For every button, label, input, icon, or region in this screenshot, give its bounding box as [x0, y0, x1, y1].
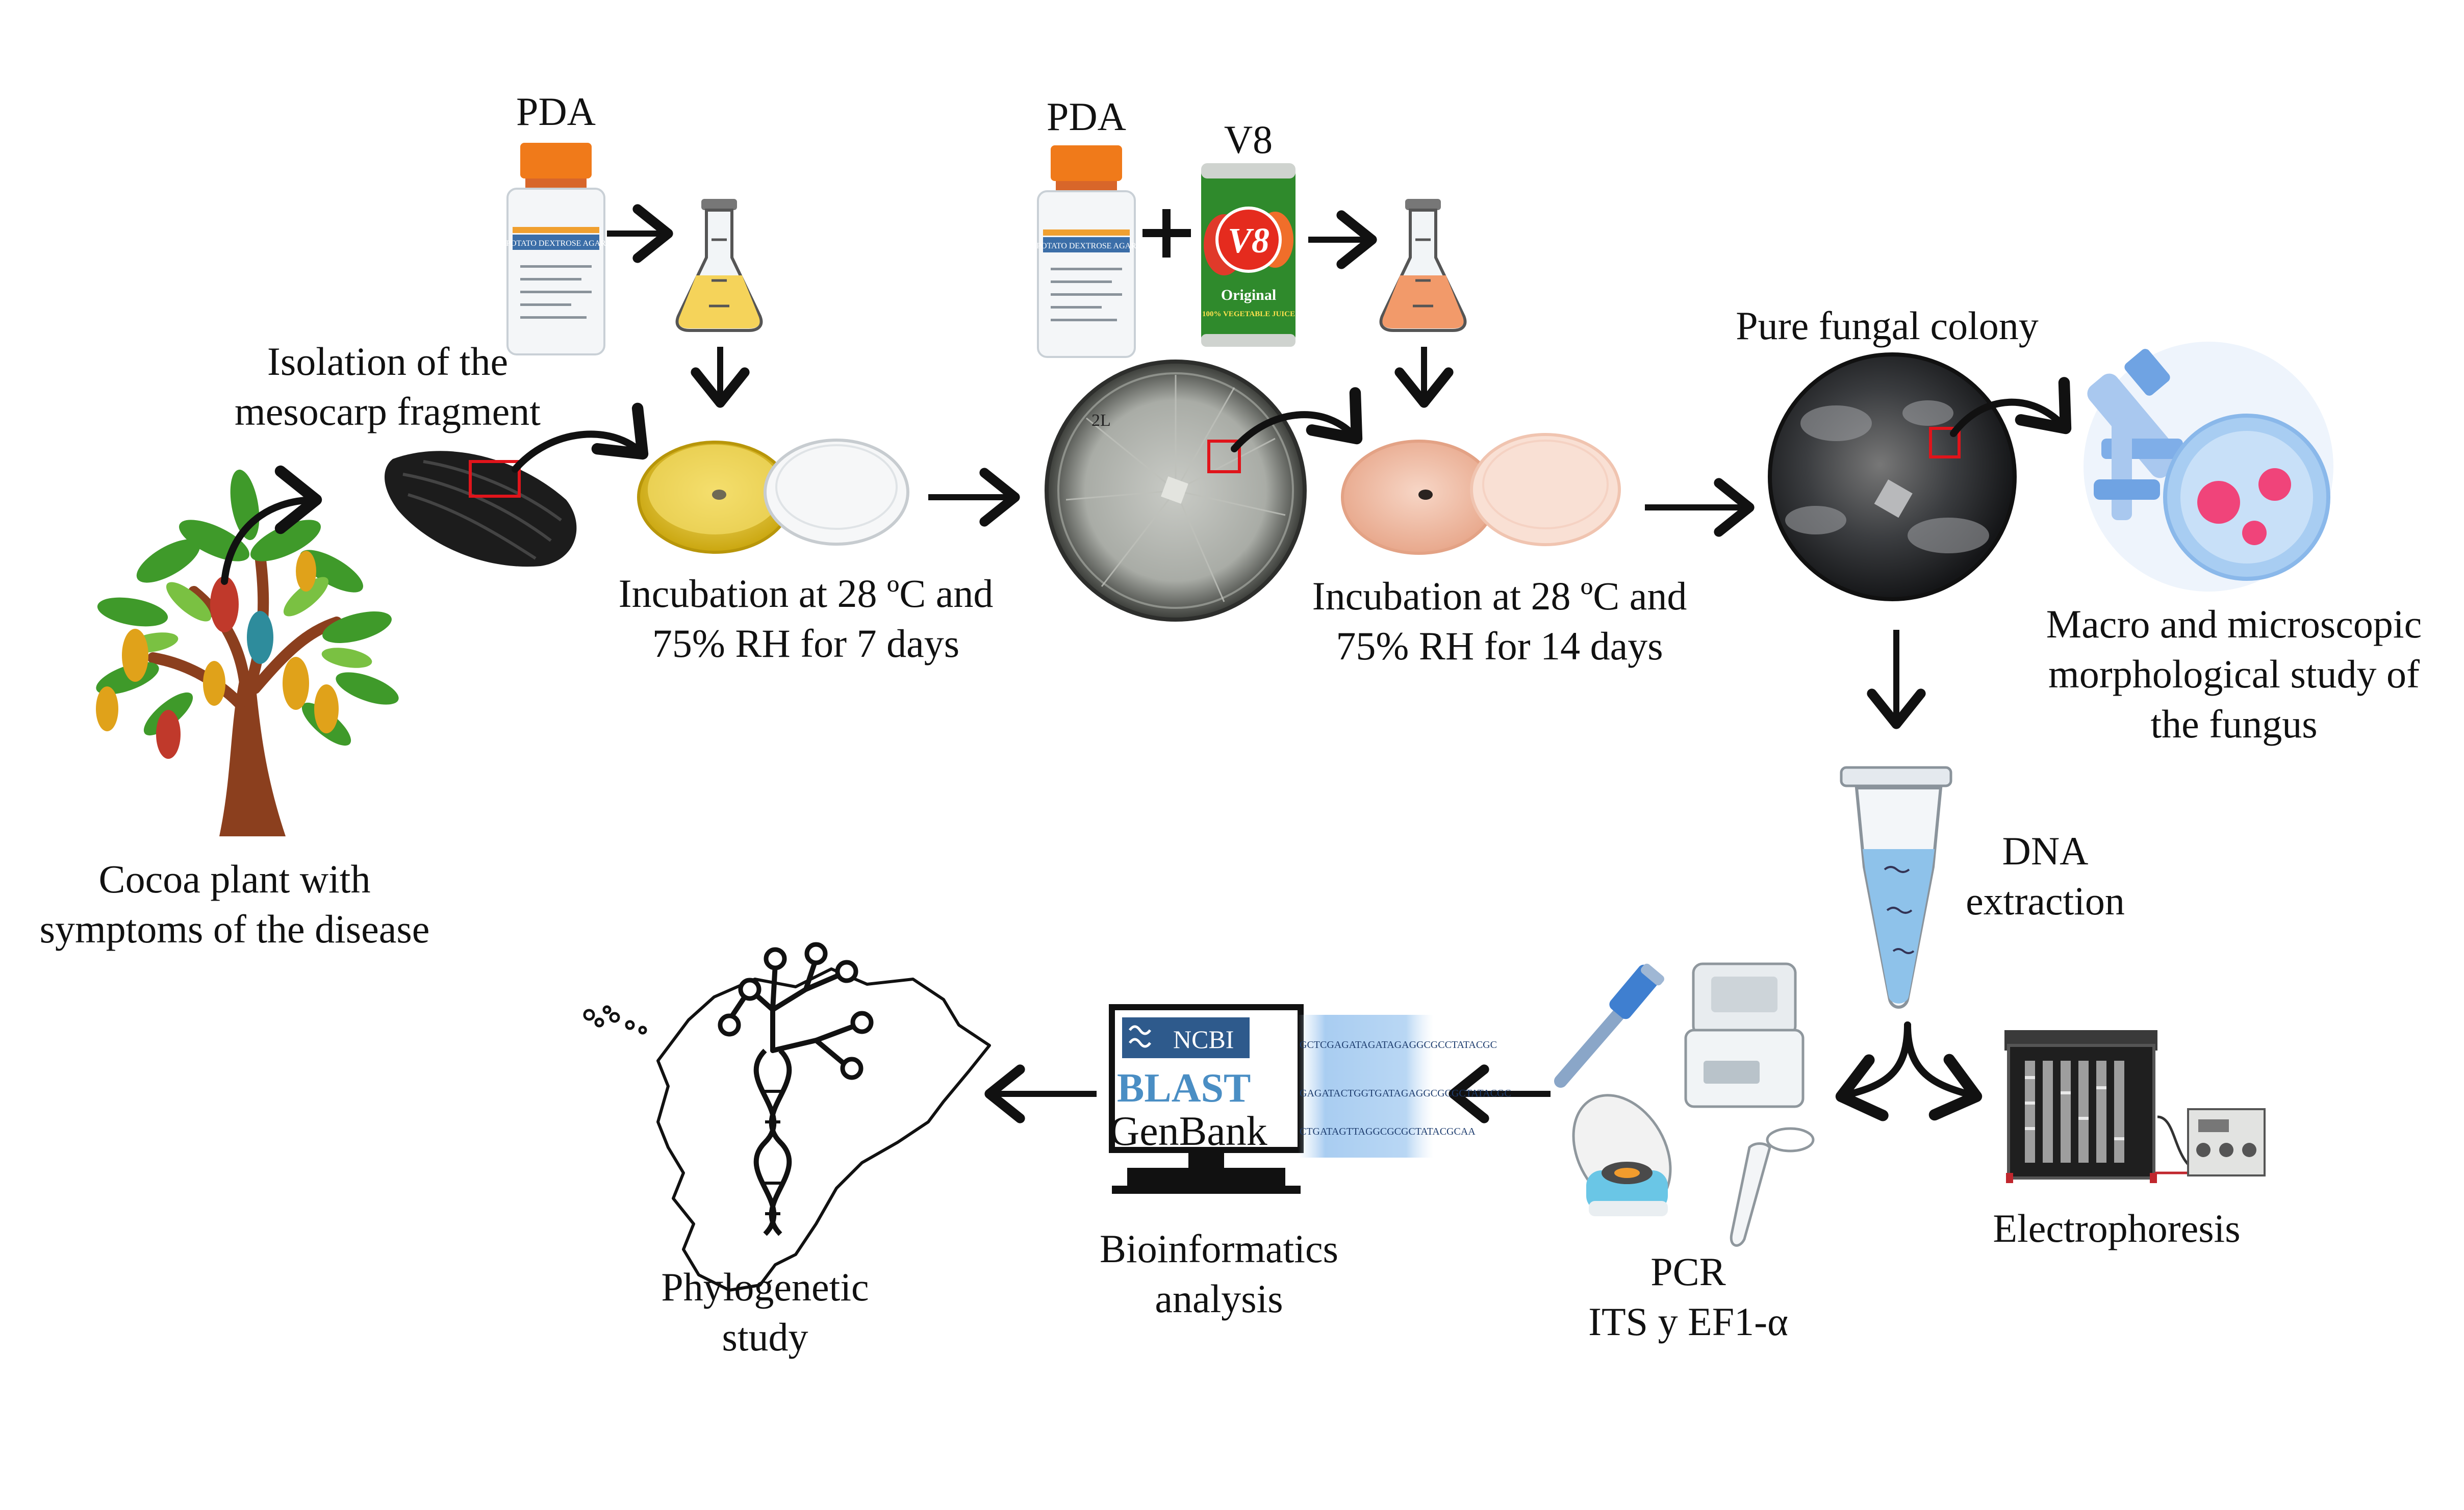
label-electrophoresis: Electrophoresis	[1993, 1206, 2241, 1250]
svg-text:CTGATAGTTAGGCGCGCTATACGCAA: CTGATAGTTAGGCGCGCTATACGCAA	[1300, 1126, 1476, 1137]
dna-tube-icon	[1840, 766, 1952, 1009]
ecuador-map-phylogeny-icon	[583, 942, 991, 1292]
arrow-colony-to-v8-petri	[1231, 387, 1363, 452]
pcr-tube-icon	[1730, 1127, 1815, 1247]
svg-text:BLAST: BLAST	[1117, 1066, 1251, 1111]
arrow-dna-to-pcr	[1835, 1021, 1911, 1121]
label-pure-colony: Pure fungal colony	[1736, 303, 2039, 348]
svg-text:2L: 2L	[1091, 411, 1111, 430]
svg-text:GenBank: GenBank	[1109, 1108, 1267, 1154]
pipette-icon	[1554, 963, 1664, 1088]
petri-dish-yellow-icon	[637, 439, 909, 554]
selection-box	[1929, 427, 1961, 458]
plus-icon	[1142, 209, 1191, 258]
svg-text:GCTCGAGATAGATAGAGGCGCCTATACGC: GCTCGAGATAGATAGAGGCGCCTATACGC	[1300, 1039, 1497, 1051]
cocoa-pod-icon	[384, 451, 577, 567]
svg-text:100% VEGETABLE JUICE: 100% VEGETABLE JUICE	[1202, 310, 1295, 318]
petri-dish-grey-colony-icon: 2L	[1045, 360, 1307, 622]
monitor-icon: NCBI BLAST GenBank GCTCGAGATAGATAGAGGCGC…	[1109, 1004, 1511, 1194]
centrifuge-icon	[1572, 1094, 1672, 1216]
svg-text:Original: Original	[1221, 287, 1276, 303]
pda-bottle-icon: POTATO DEXTROSE AGAR	[506, 143, 606, 355]
flask-v8-icon	[1379, 199, 1467, 332]
v8-can-icon: V8 Original 100% VEGETABLE JUICE	[1201, 163, 1295, 347]
label-pda-1: PDA	[516, 89, 596, 134]
petri-dish-pure-colony-icon	[1768, 352, 2017, 601]
selection-box	[469, 460, 521, 498]
label-pda-2: PDA	[1046, 94, 1127, 139]
svg-text:V8: V8	[1228, 221, 1269, 261]
label-v8: V8	[1224, 117, 1273, 162]
svg-text:POTATO DEXTROSE AGAR: POTATO DEXTROSE AGAR	[506, 239, 606, 248]
electrophoresis-icon	[2004, 1030, 2266, 1183]
pda-bottle-icon: POTATO DEXTROSE AGAR	[1036, 145, 1136, 358]
arrow-colony-to-microscope	[1950, 377, 2072, 437]
microscope-icon	[2084, 342, 2333, 592]
flask-pda-icon	[675, 199, 763, 332]
arrow-dna-to-electrophoresis	[1904, 1021, 1983, 1121]
thermocycler-icon	[1684, 962, 1805, 1108]
svg-text:NCBI: NCBI	[1173, 1025, 1234, 1054]
svg-text:GAGATACTGGTGATAGAGGCGCGCTATACG: GAGATACTGGTGATAGAGGCGCGCTATACGC	[1300, 1088, 1511, 1099]
selection-box	[1207, 440, 1241, 473]
arrow-pod-to-petri	[512, 402, 649, 473]
petri-dish-peach-icon	[1341, 433, 1621, 555]
svg-text:POTATO DEXTROSE AGAR: POTATO DEXTROSE AGAR	[1036, 242, 1136, 250]
arrow-tree-to-pod	[221, 465, 322, 585]
